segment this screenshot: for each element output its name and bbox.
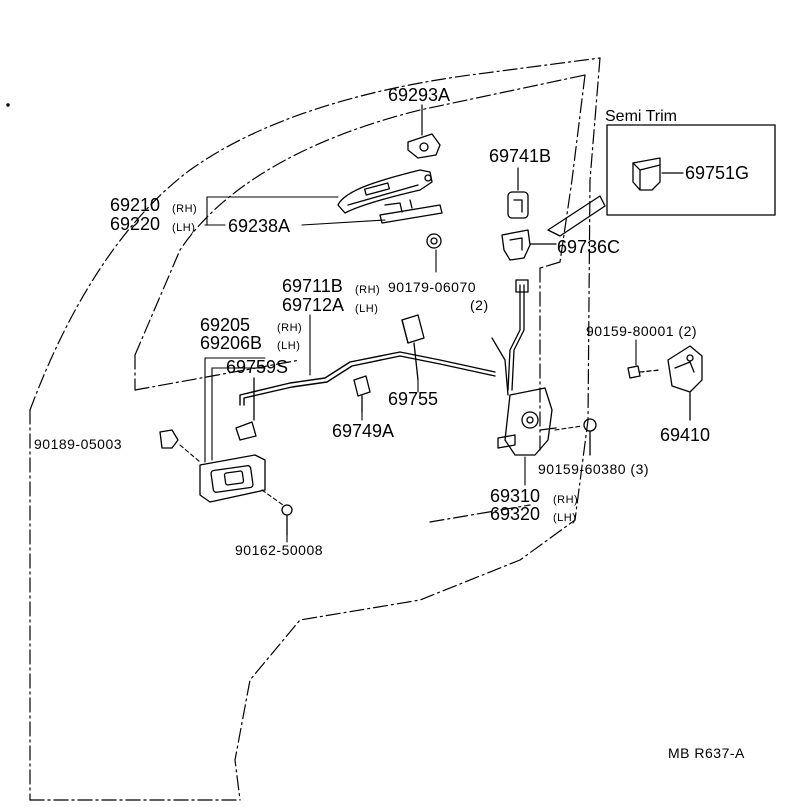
part-69410-label: 69410 [660, 425, 711, 445]
part-69206b-label: 69206B [200, 333, 263, 353]
part-69759s-label: 69759S [226, 357, 289, 377]
clip-69751g-icon [632, 157, 661, 191]
bracket-69293a-icon [407, 133, 441, 159]
part-90179-label: 90179-06070 [388, 279, 477, 295]
part-69310-label: 69310 [490, 486, 541, 506]
nut-90179-icon [426, 233, 442, 249]
lock-rod-icon [239, 351, 496, 406]
clip-69759s-icon [235, 377, 257, 441]
part-69206b-side: (LH) [277, 340, 301, 352]
outside-handle-icon [337, 169, 433, 214]
part-69205-label: 69205 [200, 315, 251, 335]
part-69320-label: 69320 [490, 504, 541, 524]
semi-trim-inset-box [606, 124, 776, 216]
clip-69736c-icon [501, 229, 531, 261]
inset-arrow [547, 195, 606, 237]
part-69293a-label: 69293A [388, 85, 451, 105]
part-90159-60380-label: 90159-60380 (3) [538, 461, 650, 477]
part-69755-label: 69755 [388, 389, 439, 409]
part-90189-label: 90189-05003 [34, 436, 123, 452]
screw-90159-60380-icon [583, 418, 597, 456]
part-69320-side: (LH) [553, 512, 577, 524]
part-69712a-side: (LH) [355, 303, 379, 315]
part-69711b-label: 69711B [282, 276, 343, 296]
part-69736c-label: 69736C [557, 237, 621, 257]
grommet-90189-icon [159, 429, 179, 449]
clip-69741b-icon [507, 191, 529, 219]
reference-code: MB R637-A [668, 745, 745, 761]
part-69310-side: (RH) [553, 494, 579, 506]
part-69220-side: (LH) [172, 222, 196, 234]
part-69210-label: 69210 [110, 195, 161, 215]
part-69751g-label: 69751G [685, 163, 750, 183]
part-69238a-label: 69238A [228, 216, 291, 236]
clip-69749a-icon [353, 375, 371, 413]
striker-69410-icon [667, 345, 703, 421]
part-90179-qty: (2) [470, 297, 489, 313]
bolt-90159-80001-icon [627, 365, 661, 379]
part-69220-label: 69220 [110, 214, 161, 234]
part-69741b-label: 69741B [489, 146, 552, 166]
part-90162-label: 90162-50008 [235, 542, 324, 558]
part-69205-side: (RH) [277, 322, 303, 334]
inside-handle-icon [199, 454, 266, 503]
screw-90162-icon [281, 504, 293, 536]
part-69749a-label: 69749A [332, 421, 395, 441]
part-69712a-label: 69712A [282, 295, 345, 315]
part-69711b-side: (RH) [355, 284, 381, 296]
rod-bracket-69238a-icon [379, 199, 443, 224]
knob-69755-icon [401, 314, 425, 381]
inset-title: Semi Trim [605, 108, 677, 125]
door-outline [29, 57, 601, 801]
part-69210-side: (RH) [172, 203, 198, 215]
part-90159-80001-label: 90159-80001 (2) [586, 323, 698, 339]
door-lock-assembly-icon [491, 279, 557, 456]
